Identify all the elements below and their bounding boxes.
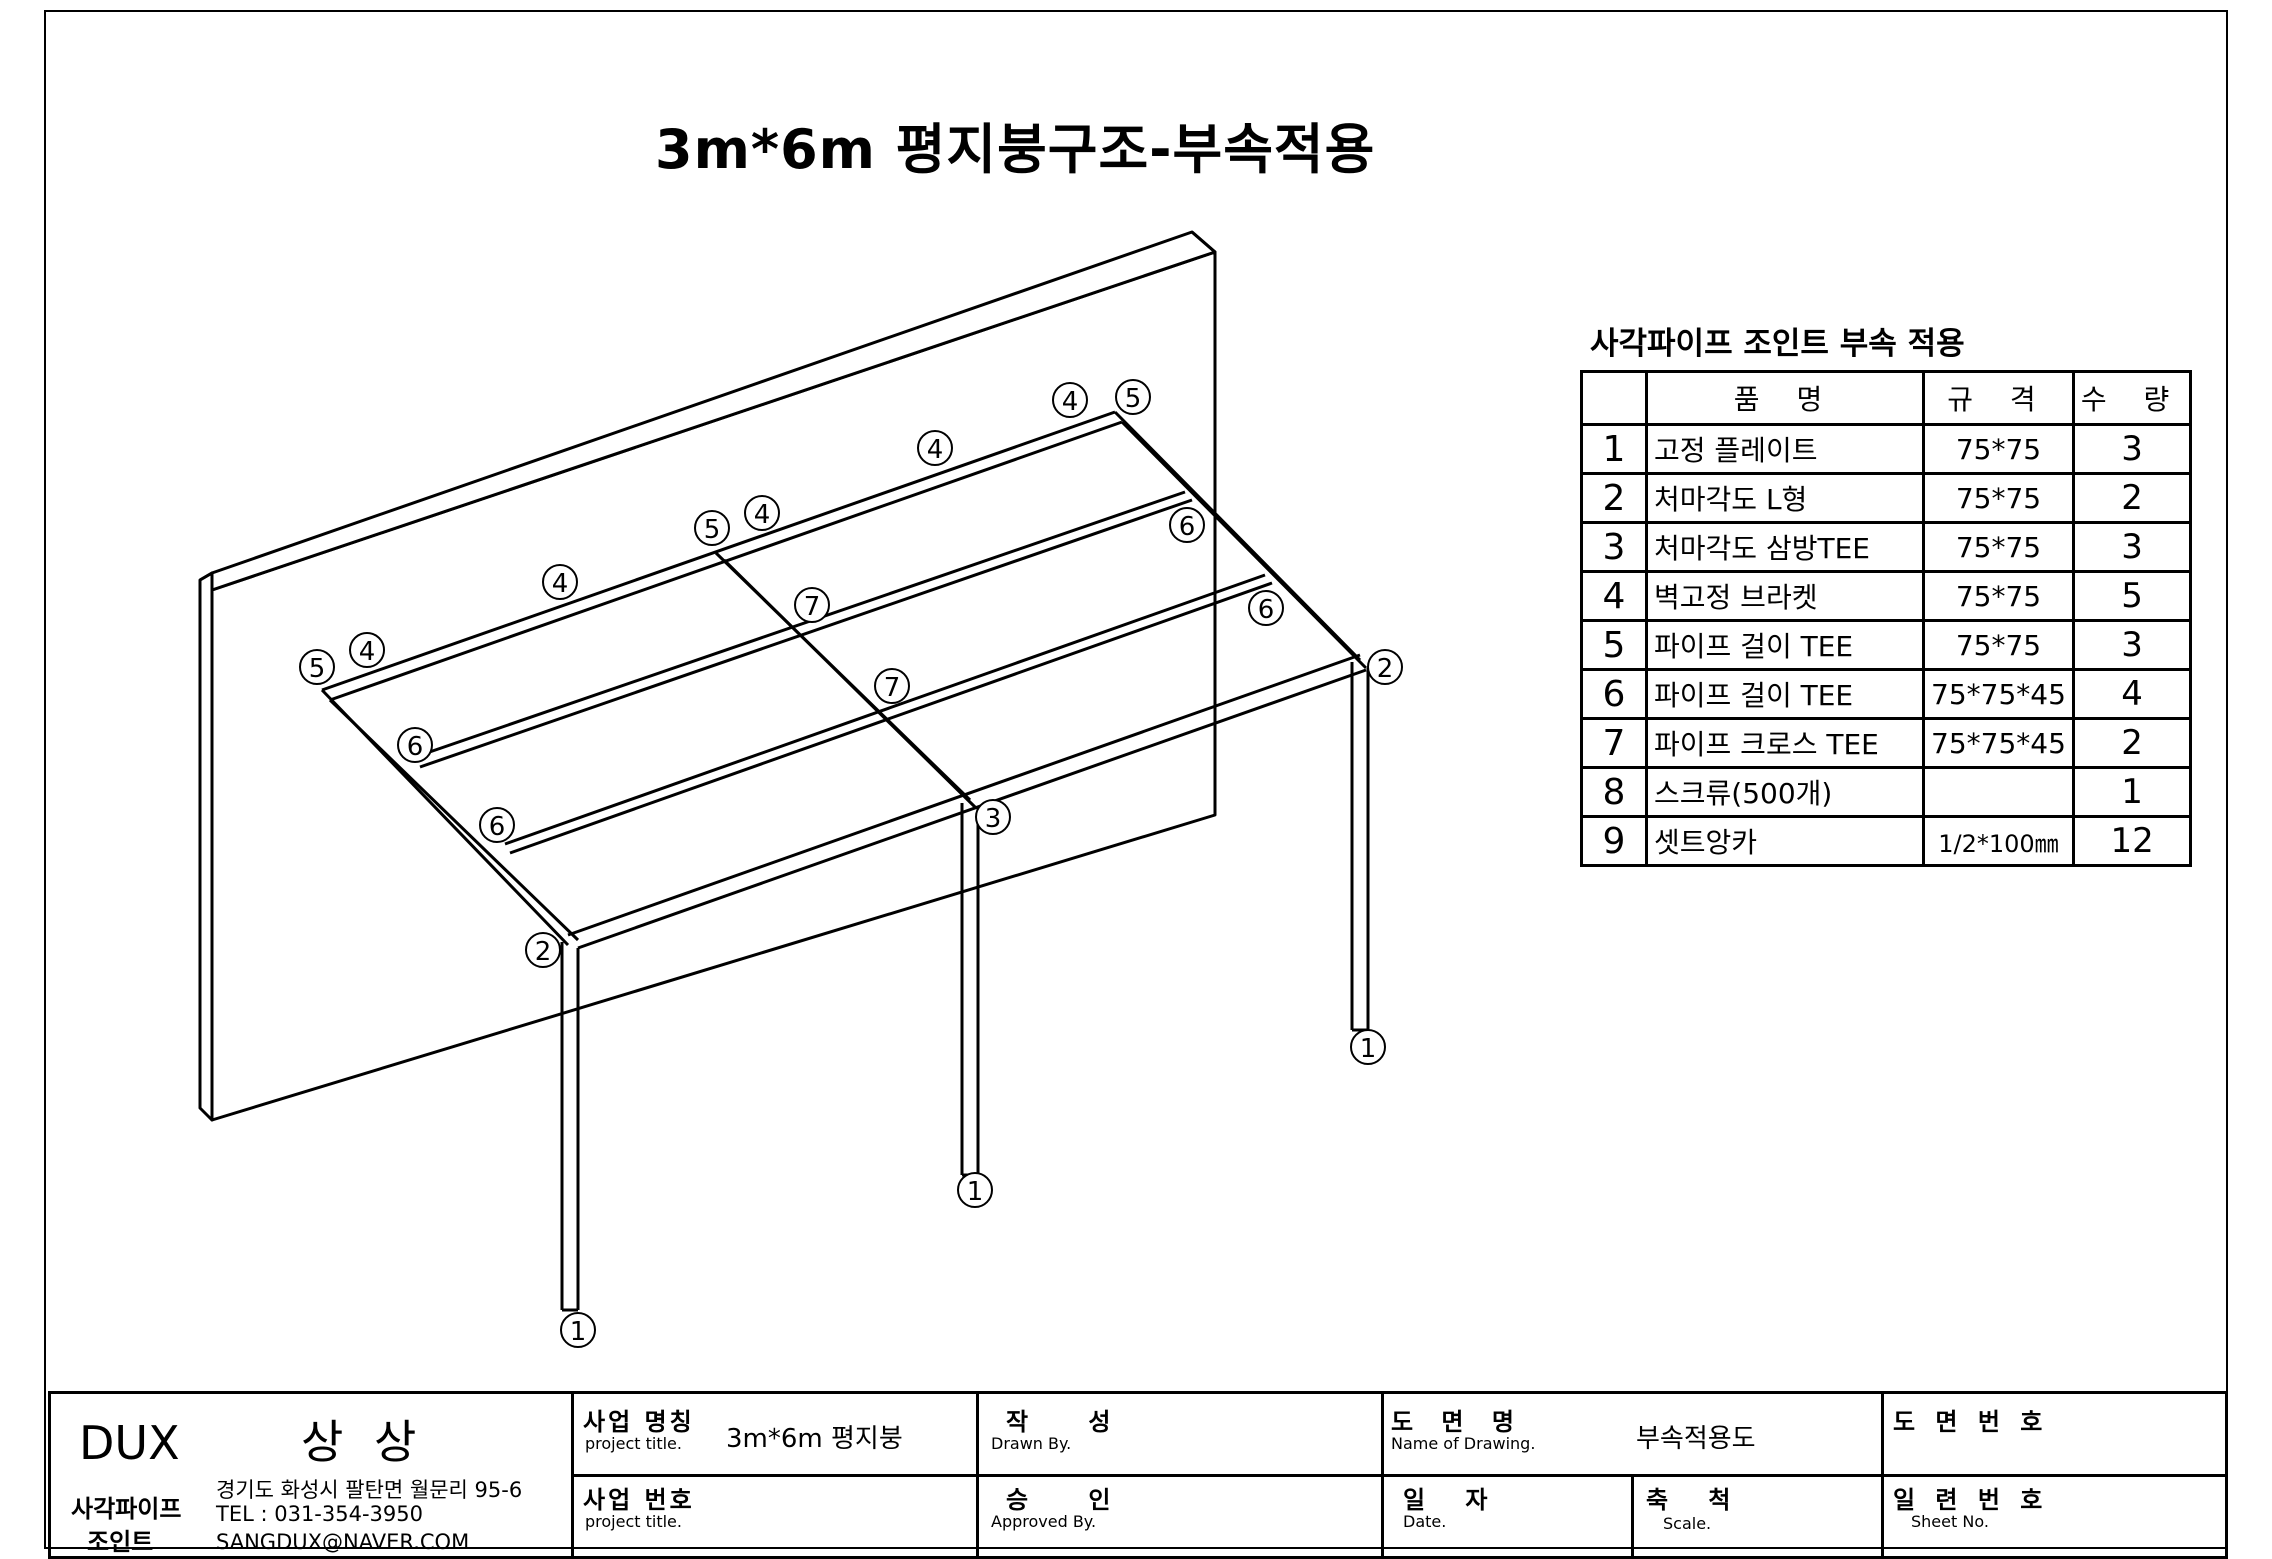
svg-text:4: 4 <box>754 500 771 530</box>
callout-1-middle: 1 <box>957 1172 993 1208</box>
svg-text:1: 1 <box>967 1177 984 1207</box>
project-name-value: 3m*6m 평지붕 <box>726 1424 903 1454</box>
header-qty: 수 량 <box>2071 370 2193 426</box>
svg-text:5: 5 <box>309 654 326 684</box>
callout-6-d: 6 <box>479 807 515 843</box>
scale-sub: Scale. <box>1663 1514 1712 1533</box>
date-label: 일 자 <box>1403 1486 1504 1514</box>
left-side-beam <box>320 688 580 947</box>
svg-text:3: 3 <box>985 804 1002 834</box>
svg-text:1: 1 <box>1360 1034 1377 1064</box>
sheet-no-label: 일 련 번 호 <box>1893 1486 2049 1514</box>
svg-text:6: 6 <box>1258 595 1275 625</box>
purlin-2 <box>504 573 1273 855</box>
right-side-beam <box>1113 410 1368 670</box>
callout-3: 3 <box>975 799 1011 835</box>
svg-text:6: 6 <box>489 812 506 842</box>
svg-text:7: 7 <box>804 592 821 622</box>
callout-4-c: 4 <box>744 495 780 531</box>
sheet-no-sub: Sheet No. <box>1911 1512 1989 1531</box>
wall-front-face <box>210 250 1217 1122</box>
drawing-name-label: 도 면 명 <box>1391 1408 1524 1436</box>
drawing-name-sub: Name of Drawing. <box>1391 1434 1536 1453</box>
post-left <box>560 942 580 1312</box>
drawn-by-sub: Drawn By. <box>991 1434 1072 1453</box>
callout-5-left: 5 <box>299 649 335 685</box>
parts-table-header: 품 명 규 격 수 량 <box>1580 370 2193 426</box>
company-name: 상 상 <box>301 1415 425 1469</box>
callout-1-right: 1 <box>1350 1029 1386 1065</box>
product-line-2: 조인트 <box>87 1528 154 1556</box>
date-sub: Date. <box>1403 1512 1447 1531</box>
callout-4-b: 4 <box>542 564 578 600</box>
callout-6-c: 6 <box>397 727 433 763</box>
callout-2-right: 2 <box>1367 649 1403 685</box>
svg-text:6: 6 <box>407 732 424 762</box>
svg-text:5: 5 <box>1125 384 1142 414</box>
callout-4-e: 4 <box>1052 382 1088 418</box>
post-right <box>1350 662 1370 1032</box>
svg-text:4: 4 <box>927 435 944 465</box>
project-name-label: 사업 명칭 <box>583 1408 695 1436</box>
callout-5-right: 5 <box>1115 379 1151 415</box>
svg-text:6: 6 <box>1179 512 1196 542</box>
drawing-name-value: 부속적용도 <box>1636 1424 1756 1454</box>
svg-text:2: 2 <box>1377 654 1394 684</box>
company-address: 경기도 화성시 팔탄면 월문리 95-6 <box>216 1478 523 1502</box>
header-spec: 규 격 <box>1922 370 2075 426</box>
title-block: DUX 상 상 사각파이프 조인트 경기도 화성시 팔탄면 월문리 95-6 T… <box>48 1391 2228 1559</box>
header-name: 품 명 <box>1645 370 1925 426</box>
project-no-sub: project title. <box>585 1512 682 1531</box>
callout-6-a: 6 <box>1169 507 1205 543</box>
callout-6-b: 6 <box>1248 590 1284 626</box>
drawn-by-label: 작 성 <box>1006 1408 1137 1436</box>
project-name-sub: project title. <box>585 1434 682 1453</box>
callout-5-mid: 5 <box>694 510 730 546</box>
product-line-1: 사각파이프 <box>71 1495 182 1523</box>
svg-text:5: 5 <box>704 515 721 545</box>
callout-4-a: 4 <box>349 632 385 668</box>
callout-7-a: 7 <box>794 587 830 623</box>
project-no-label: 사업 번호 <box>583 1486 695 1514</box>
drawing-title: 3m*6m 평지붕구조-부속적용 <box>655 118 1376 181</box>
parts-table-title: 사각파이프 조인트 부속 적용 <box>1590 326 1965 362</box>
svg-text:4: 4 <box>552 569 569 599</box>
drawing-no-label: 도 면 번 호 <box>1893 1408 2049 1436</box>
purlin-1 <box>414 490 1193 769</box>
middle-cross-beam <box>714 551 978 810</box>
svg-text:7: 7 <box>884 673 901 703</box>
brand-name: DUX <box>79 1416 180 1470</box>
callout-1-left: 1 <box>560 1312 596 1348</box>
callout-2-left: 2 <box>525 932 561 968</box>
approved-by-label: 승 인 <box>1006 1486 1137 1514</box>
scale-label: 축 척 <box>1646 1486 1747 1514</box>
svg-text:4: 4 <box>1062 387 1079 417</box>
callout-4-d: 4 <box>917 430 953 466</box>
drawing-frame <box>44 10 2228 1549</box>
company-email: SANGDUX@NAVER.COM <box>216 1530 470 1554</box>
callout-7-b: 7 <box>874 668 910 704</box>
front-eave-beam <box>567 653 1367 950</box>
svg-text:2: 2 <box>535 937 552 967</box>
wall-side-face <box>198 571 214 1122</box>
svg-text:1: 1 <box>570 1317 587 1347</box>
company-tel: TEL : 031-354-3950 <box>216 1502 423 1526</box>
approved-by-sub: Approved By. <box>991 1512 1097 1531</box>
svg-text:4: 4 <box>359 637 376 667</box>
